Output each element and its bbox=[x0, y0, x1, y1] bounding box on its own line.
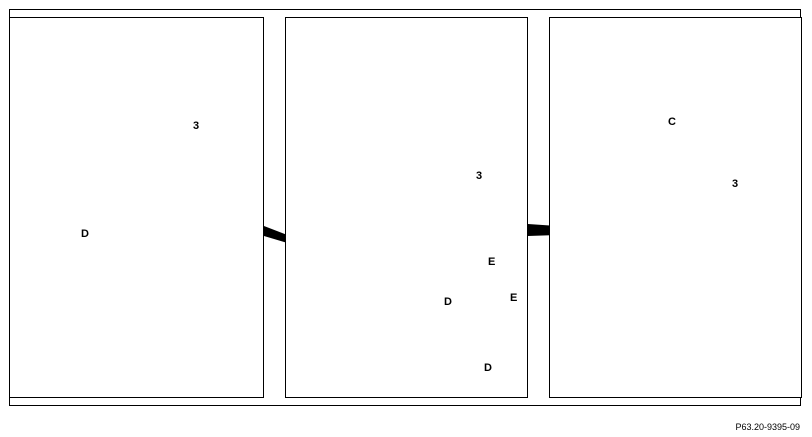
callout-c: C bbox=[668, 116, 676, 128]
callout-3: 3 bbox=[476, 170, 483, 182]
callout-d: D bbox=[444, 296, 452, 308]
callout-3: 3 bbox=[193, 120, 200, 132]
panel-3 bbox=[549, 17, 802, 398]
callout-d: D bbox=[484, 362, 492, 374]
callout-e: E bbox=[510, 292, 518, 304]
figure-code: P63.20-9395-09 bbox=[735, 422, 800, 432]
callout-e: E bbox=[488, 256, 496, 268]
panel-2 bbox=[285, 17, 528, 398]
panel-1 bbox=[9, 17, 264, 398]
callout-3: 3 bbox=[732, 178, 739, 190]
callout-d: D bbox=[81, 228, 89, 240]
